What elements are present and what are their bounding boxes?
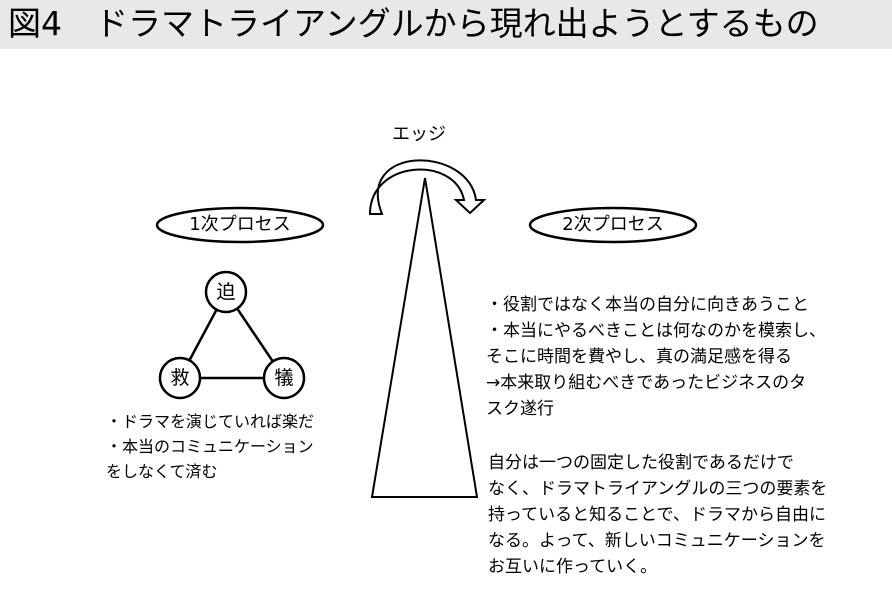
note-line: をしなくて済む <box>106 462 218 481</box>
bullet-line: ・本当にやるべきことは何なのかを模索し、 <box>486 321 826 341</box>
secondary-process-label: 2次プロセス <box>562 214 664 235</box>
edge-spike-triangle <box>370 177 479 498</box>
node-victim-circle <box>262 356 306 400</box>
curved-arrow-icon <box>368 159 487 215</box>
bullet-line: スク遂行 <box>486 399 554 419</box>
bullet-line: ・役割ではなく本当の自分に向きあうこと <box>486 295 809 315</box>
node-persecutor-circle <box>204 270 248 314</box>
node-persecutor: 迫 <box>216 281 236 303</box>
note-line: ・ドラマを演じていれば楽だ <box>106 412 315 431</box>
title-bar: 図4 ドラマトライアングルから現れ出ようとするもの <box>0 0 892 49</box>
bullet-line: そこに時間を費やし、真の満足感を得る <box>486 347 792 367</box>
paragraph-line: 自分は一つの固定した役割であるだけで <box>488 453 794 473</box>
note-line: ・本当のコミュニケーション <box>106 437 314 456</box>
page-title: 図4 ドラマトライアングルから現れ出ようとするもの <box>8 4 819 43</box>
node-victim: 犠 <box>274 367 294 389</box>
bullet-line: →本来取り組むべきであったビジネスのタ <box>486 373 807 393</box>
paragraph-line: なる。よって、新しいコミュニケーションを <box>488 531 826 551</box>
paragraph-line: 持っていると知ることで、ドラマから自由に <box>488 505 826 525</box>
paragraph-line: お互いに作っていく。 <box>488 557 658 577</box>
primary-process-label: 1次プロセス <box>189 214 291 235</box>
node-rescuer: 救 <box>170 367 190 389</box>
secondary-process-oval <box>528 206 698 244</box>
secondary-bullets: ・役割ではなく本当の自分に向きあうこと ・本当にやるべきことは何なのかを模索し、… <box>486 292 826 422</box>
primary-notes: ・ドラマを演じていれば楽だ ・本当のコミュニケーション をしなくて済む <box>106 409 314 484</box>
secondary-paragraph: 自分は一つの固定した役割であるだけで なく、ドラマトライアングルの三つの要素を … <box>488 450 827 580</box>
primary-process-oval <box>155 206 325 244</box>
node-rescuer-circle <box>158 356 202 400</box>
edge-label: エッジ <box>392 124 446 145</box>
paragraph-line: なく、ドラマトライアングルの三つの要素を <box>488 479 828 499</box>
